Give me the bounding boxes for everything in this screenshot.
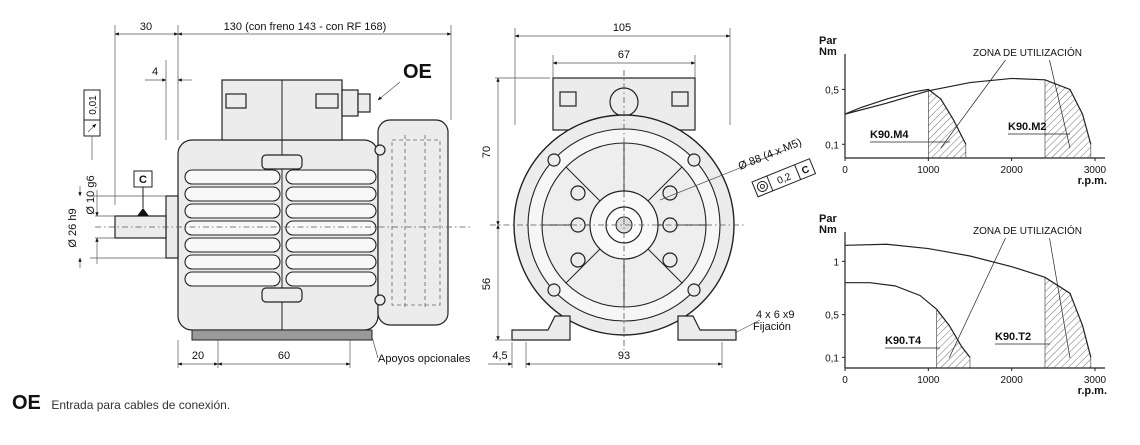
shaft-dia-label: Ø 10 g6 — [85, 175, 97, 214]
x-tick-label: 3000 — [1084, 165, 1107, 176]
dim-20-label: 20 — [192, 350, 204, 362]
x-tick-label: 2000 — [1001, 165, 1024, 176]
dim-93-label: 93 — [618, 350, 630, 362]
series-label-k90-t4: K90.T4 — [885, 335, 922, 347]
x-tick-label: 1000 — [917, 165, 940, 176]
dim-30-label: 30 — [140, 21, 152, 33]
zone-leader — [1049, 237, 1071, 359]
oe-label: OE — [403, 61, 432, 83]
series-label-k90-m4: K90.M4 — [870, 129, 909, 141]
dim-4-5-label: 4,5 — [492, 350, 507, 362]
y-tick-label: 1 — [833, 257, 839, 268]
y-tick-label: 0,1 — [825, 140, 839, 151]
y-tick-label: 0,1 — [825, 353, 839, 364]
series-k90-m2 — [844, 77, 1092, 145]
runout-tolerance-label: 0,01 — [88, 95, 99, 115]
x-tick-label: 1000 — [917, 375, 940, 386]
x-tick-label: 0 — [842, 165, 848, 176]
hatched-zone-k90-t4 — [936, 308, 971, 369]
hatched-zone-k90-m4 — [928, 88, 967, 159]
x-axis-label: r.p.m. — [1078, 175, 1107, 187]
tolerance-value: 0,2 — [776, 171, 793, 187]
dim-4-label: 4 — [152, 66, 158, 78]
series-label-k90-t2: K90.T2 — [995, 331, 1031, 343]
datum-c-label: C — [139, 174, 147, 186]
series-k90-t4 — [845, 282, 971, 358]
position-tolerance-frame: 0,2 C — [751, 158, 817, 198]
cooling-fins — [184, 154, 377, 303]
bolt-circle-label: Ø 88 (4 x M5) — [737, 136, 804, 172]
y-axis-label-line1: Par — [819, 35, 837, 47]
series-k90-t2 — [844, 243, 1092, 358]
footer-text: Entrada para cables de conexión. — [51, 398, 231, 412]
fijacion-label: Fijación — [753, 321, 791, 333]
x-tick-label: 3000 — [1084, 375, 1107, 386]
footer-legend: OE Entrada para cables de conexión. — [12, 392, 230, 415]
zone-leader — [940, 59, 1006, 149]
zone-label: ZONA DE UTILIZACIÓN — [973, 224, 1082, 237]
y-axis-label-line2: Nm — [819, 224, 837, 236]
fan-cover — [377, 119, 449, 326]
hatched-zone-k90-t2 — [1044, 276, 1092, 369]
fijacion-size-label: 4 x 6 x9 — [756, 309, 795, 321]
mounting-bolts — [547, 153, 701, 297]
y-axis-label-line1: Par — [819, 213, 837, 225]
dim-70-label: 70 — [481, 146, 493, 158]
tolerance-datum: C — [800, 164, 811, 177]
dim-60-label: 60 — [278, 350, 290, 362]
optional-supports — [191, 329, 373, 341]
y-tick-label: 0,5 — [825, 311, 839, 322]
y-tick-label: 0,5 — [825, 85, 839, 96]
zone-leader — [1049, 59, 1071, 149]
dim-56-label: 56 — [481, 278, 493, 290]
x-tick-label: 0 — [842, 375, 848, 386]
dim-105-label: 105 — [613, 22, 631, 34]
dim-130-label: 130 (con freno 143 - con RF 168) — [224, 21, 387, 33]
flange-dia-label: Ø 26 h9 — [67, 208, 79, 247]
side-view: 30 130 (con freno 143 - con RF 168) 4 OE — [67, 21, 471, 368]
x-tick-label: 2000 — [1001, 375, 1024, 386]
x-axis-label: r.p.m. — [1078, 385, 1107, 397]
dim-67-label: 67 — [618, 49, 630, 61]
front-view: 105 67 — [481, 22, 817, 368]
y-axis-label-line2: Nm — [819, 46, 837, 58]
zone-label: ZONA DE UTILIZACIÓN — [973, 46, 1082, 59]
footer-code: OE — [12, 392, 41, 414]
apoyos-label: Apoyos opcionales — [378, 353, 471, 365]
series-k90-m4 — [844, 88, 967, 145]
series-label-k90-m2: K90.M2 — [1008, 121, 1047, 133]
zone-leader — [948, 237, 1006, 359]
